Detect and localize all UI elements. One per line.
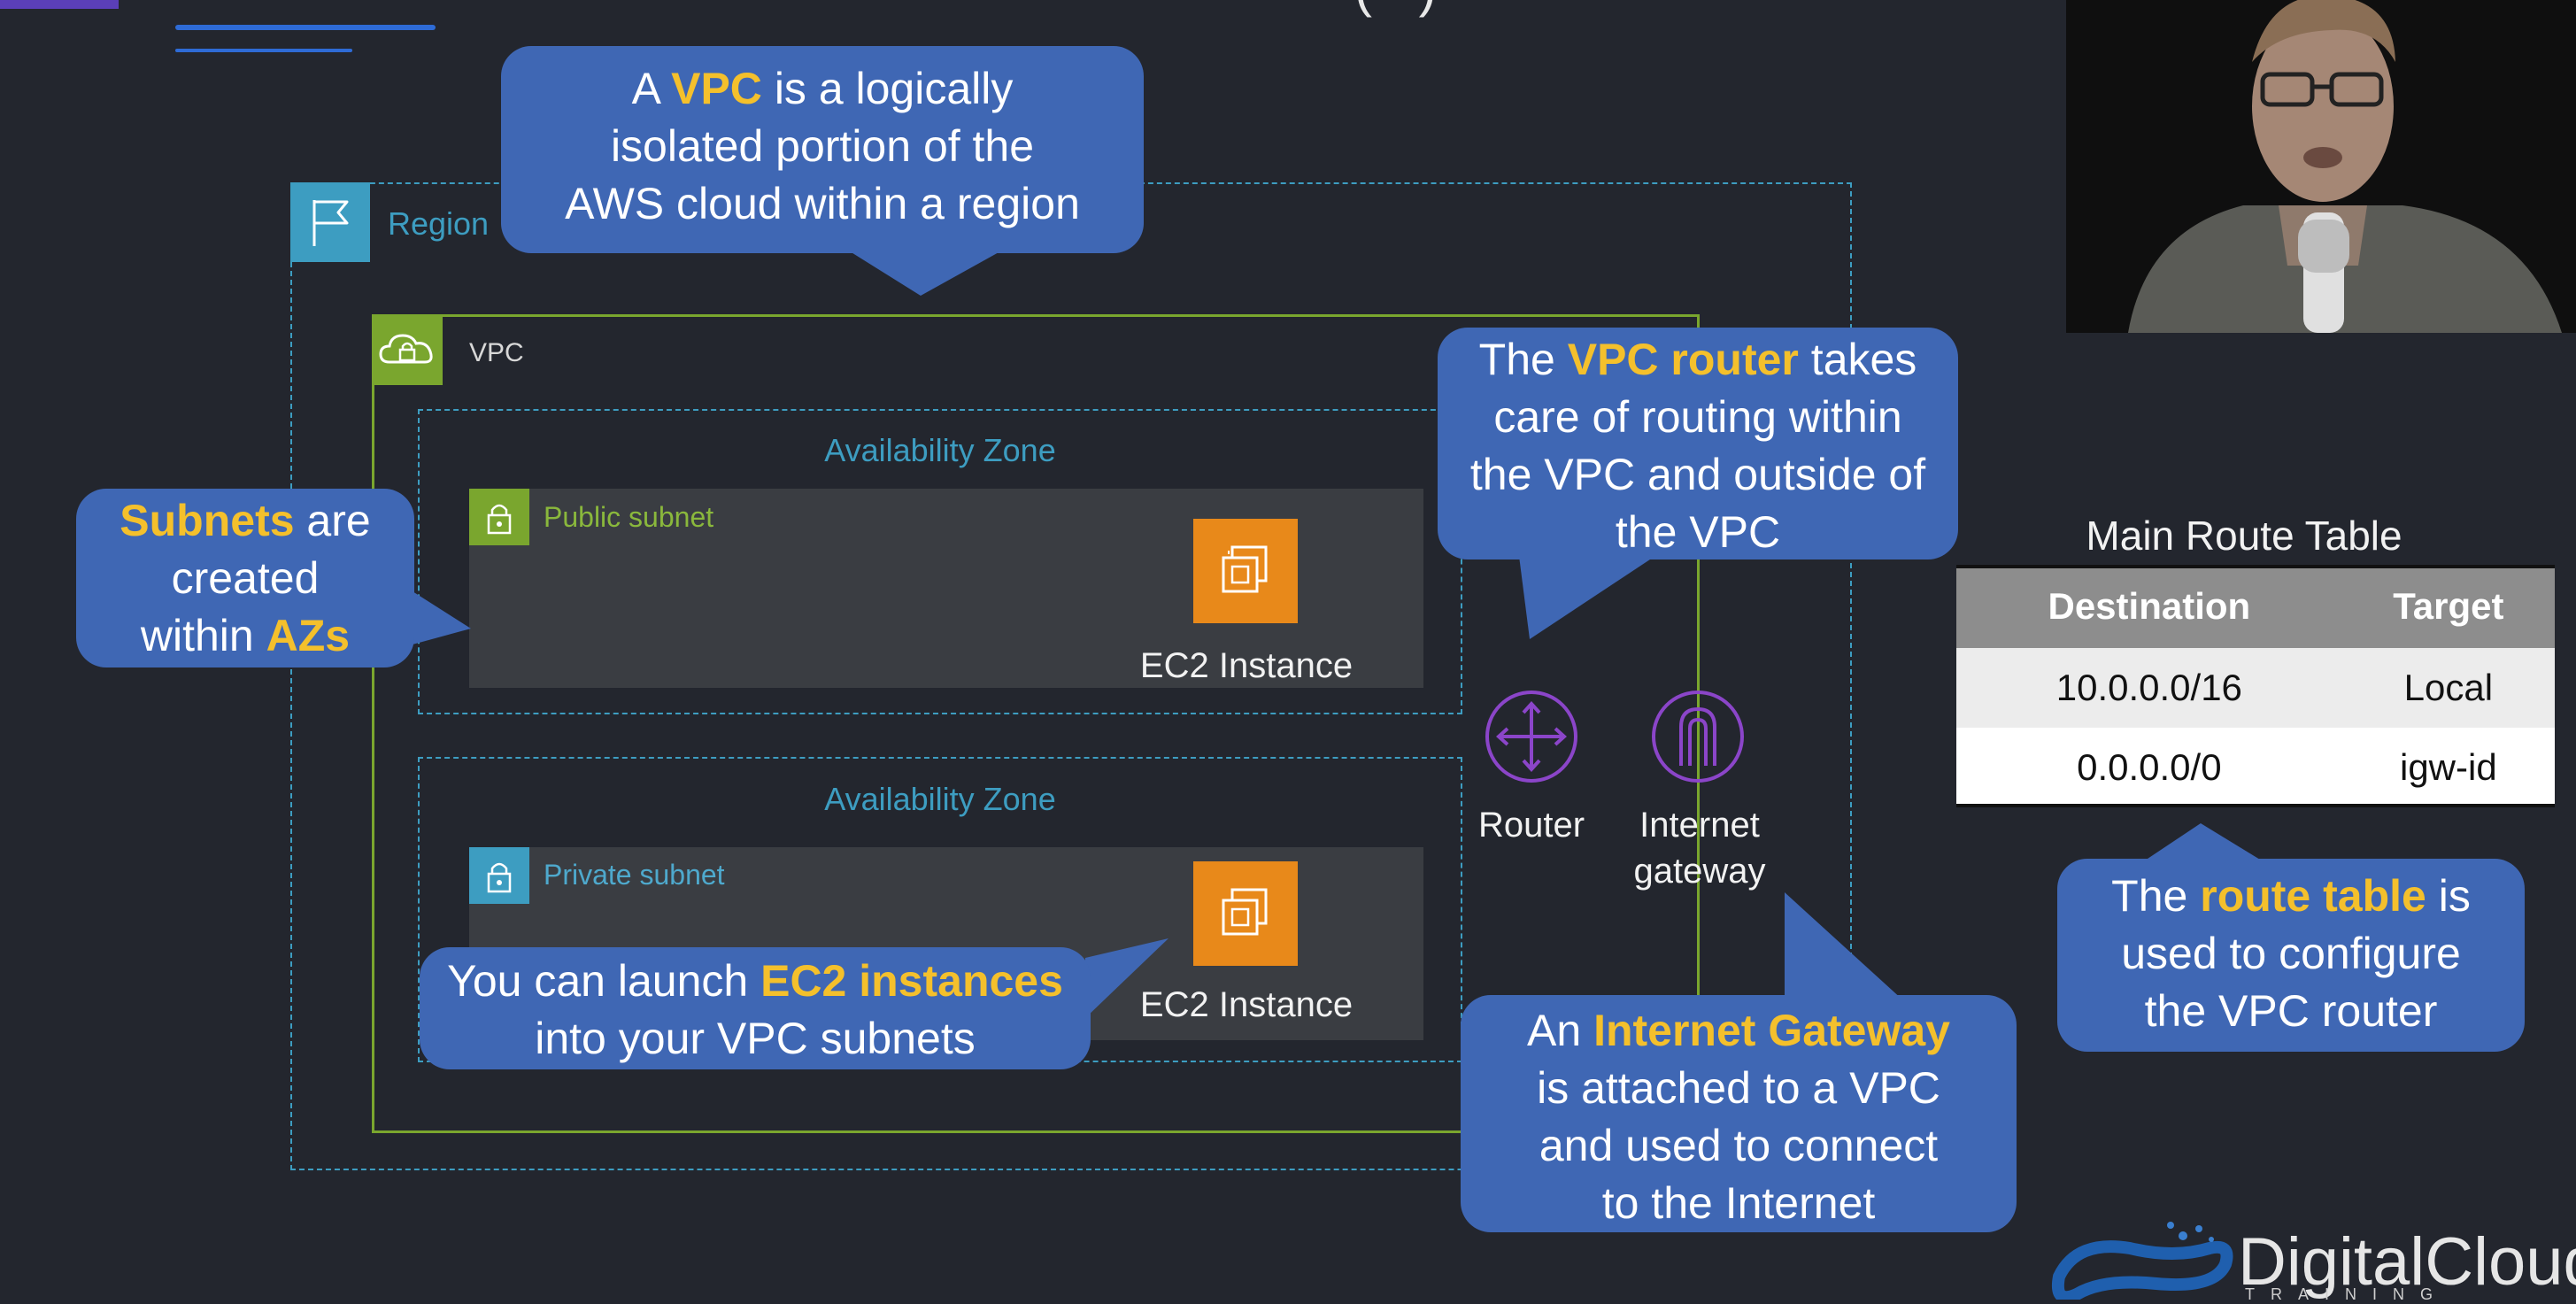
cloud-lock-icon <box>372 314 443 385</box>
route-table-callout-tail <box>2142 823 2264 862</box>
corner-mark <box>0 0 119 9</box>
table-row: 0.0.0.0/0 igw-id <box>1956 728 2555 807</box>
router-label: Router <box>1477 806 1585 845</box>
internet-gateway-icon <box>1649 688 1747 785</box>
vpc-connector-line <box>1697 559 1700 1135</box>
lock-icon <box>469 489 529 545</box>
subnets-callout: Subnets are created within AZs <box>76 489 414 667</box>
router-icon <box>1483 688 1580 785</box>
route-target: igw-id <box>2341 728 2555 807</box>
public-subnet-label: Public subnet <box>544 501 714 533</box>
highlight-subnets: Subnets <box>120 496 295 545</box>
ec2-instance-icon <box>1193 519 1298 623</box>
internet-gateway-label: Internet gateway <box>1593 802 1806 894</box>
route-table: Destination Target 10.0.0.0/16 Local 0.0… <box>1956 565 2555 807</box>
private-subnet-label: Private subnet <box>544 859 725 891</box>
highlight-internet-gateway: Internet Gateway <box>1593 1006 1950 1055</box>
highlight-vpc-router: VPC router <box>1567 335 1799 384</box>
vpc-callout: A VPC is a logically isolated portion of… <box>501 46 1144 253</box>
region-label: Region <box>388 205 490 242</box>
vpc-label: VPC <box>469 338 524 367</box>
route-destination: 10.0.0.0/16 <box>1956 648 2342 728</box>
highlight-azs: AZs <box>266 611 351 660</box>
column-header-destination: Destination <box>1956 565 2342 648</box>
flag-icon <box>290 182 370 262</box>
internet-gateway-label-line2: gateway <box>1633 852 1766 891</box>
route-destination: 0.0.0.0/0 <box>1956 728 2342 807</box>
ec2-instance-label: EC2 Instance <box>1139 646 1354 685</box>
table-row: 10.0.0.0/16 Local <box>1956 648 2555 728</box>
title-underline-secondary <box>175 49 352 52</box>
highlight-ec2-instances: EC2 instances <box>760 956 1063 1006</box>
ec2-instance-label: EC2 Instance <box>1139 985 1354 1024</box>
route-table-header-row: Destination Target <box>1956 565 2555 648</box>
vpc-router-callout: The VPC router takes care of routing wit… <box>1438 328 1958 559</box>
route-target: Local <box>2341 648 2555 728</box>
availability-zone-1 <box>418 409 1462 714</box>
column-header-target: Target <box>2341 565 2555 648</box>
internet-gateway-label-line1: Internet <box>1639 806 1760 845</box>
lock-icon <box>469 847 529 904</box>
ec2-instance-icon <box>1193 861 1298 966</box>
route-table-callout: The route table is used to configure the… <box>2057 859 2525 1052</box>
digitalcloud-logo-text: DigitalCloud <box>2238 1224 2576 1300</box>
title-underline <box>175 25 436 30</box>
presenter-webcam <box>2066 0 2576 333</box>
route-table-title: Main Route Table <box>2086 513 2402 559</box>
highlight-route-table: route table <box>2200 871 2426 921</box>
availability-zone-1-label: Availability Zone <box>824 432 1056 468</box>
route-table-border <box>1956 565 2555 807</box>
internet-gateway-callout: An Internet Gateway is attached to a VPC… <box>1461 995 2017 1232</box>
digitalcloud-logo-icon <box>2050 1213 2236 1304</box>
slide-title-fragment: ( ) <box>1354 0 1453 19</box>
availability-zone-2-label: Availability Zone <box>824 781 1056 817</box>
highlight-vpc: VPC <box>671 64 762 113</box>
digitalcloud-logo-subtext: TRAINING <box>2245 1285 2449 1303</box>
ec2-callout: You can launch EC2 instances into your V… <box>420 947 1091 1069</box>
